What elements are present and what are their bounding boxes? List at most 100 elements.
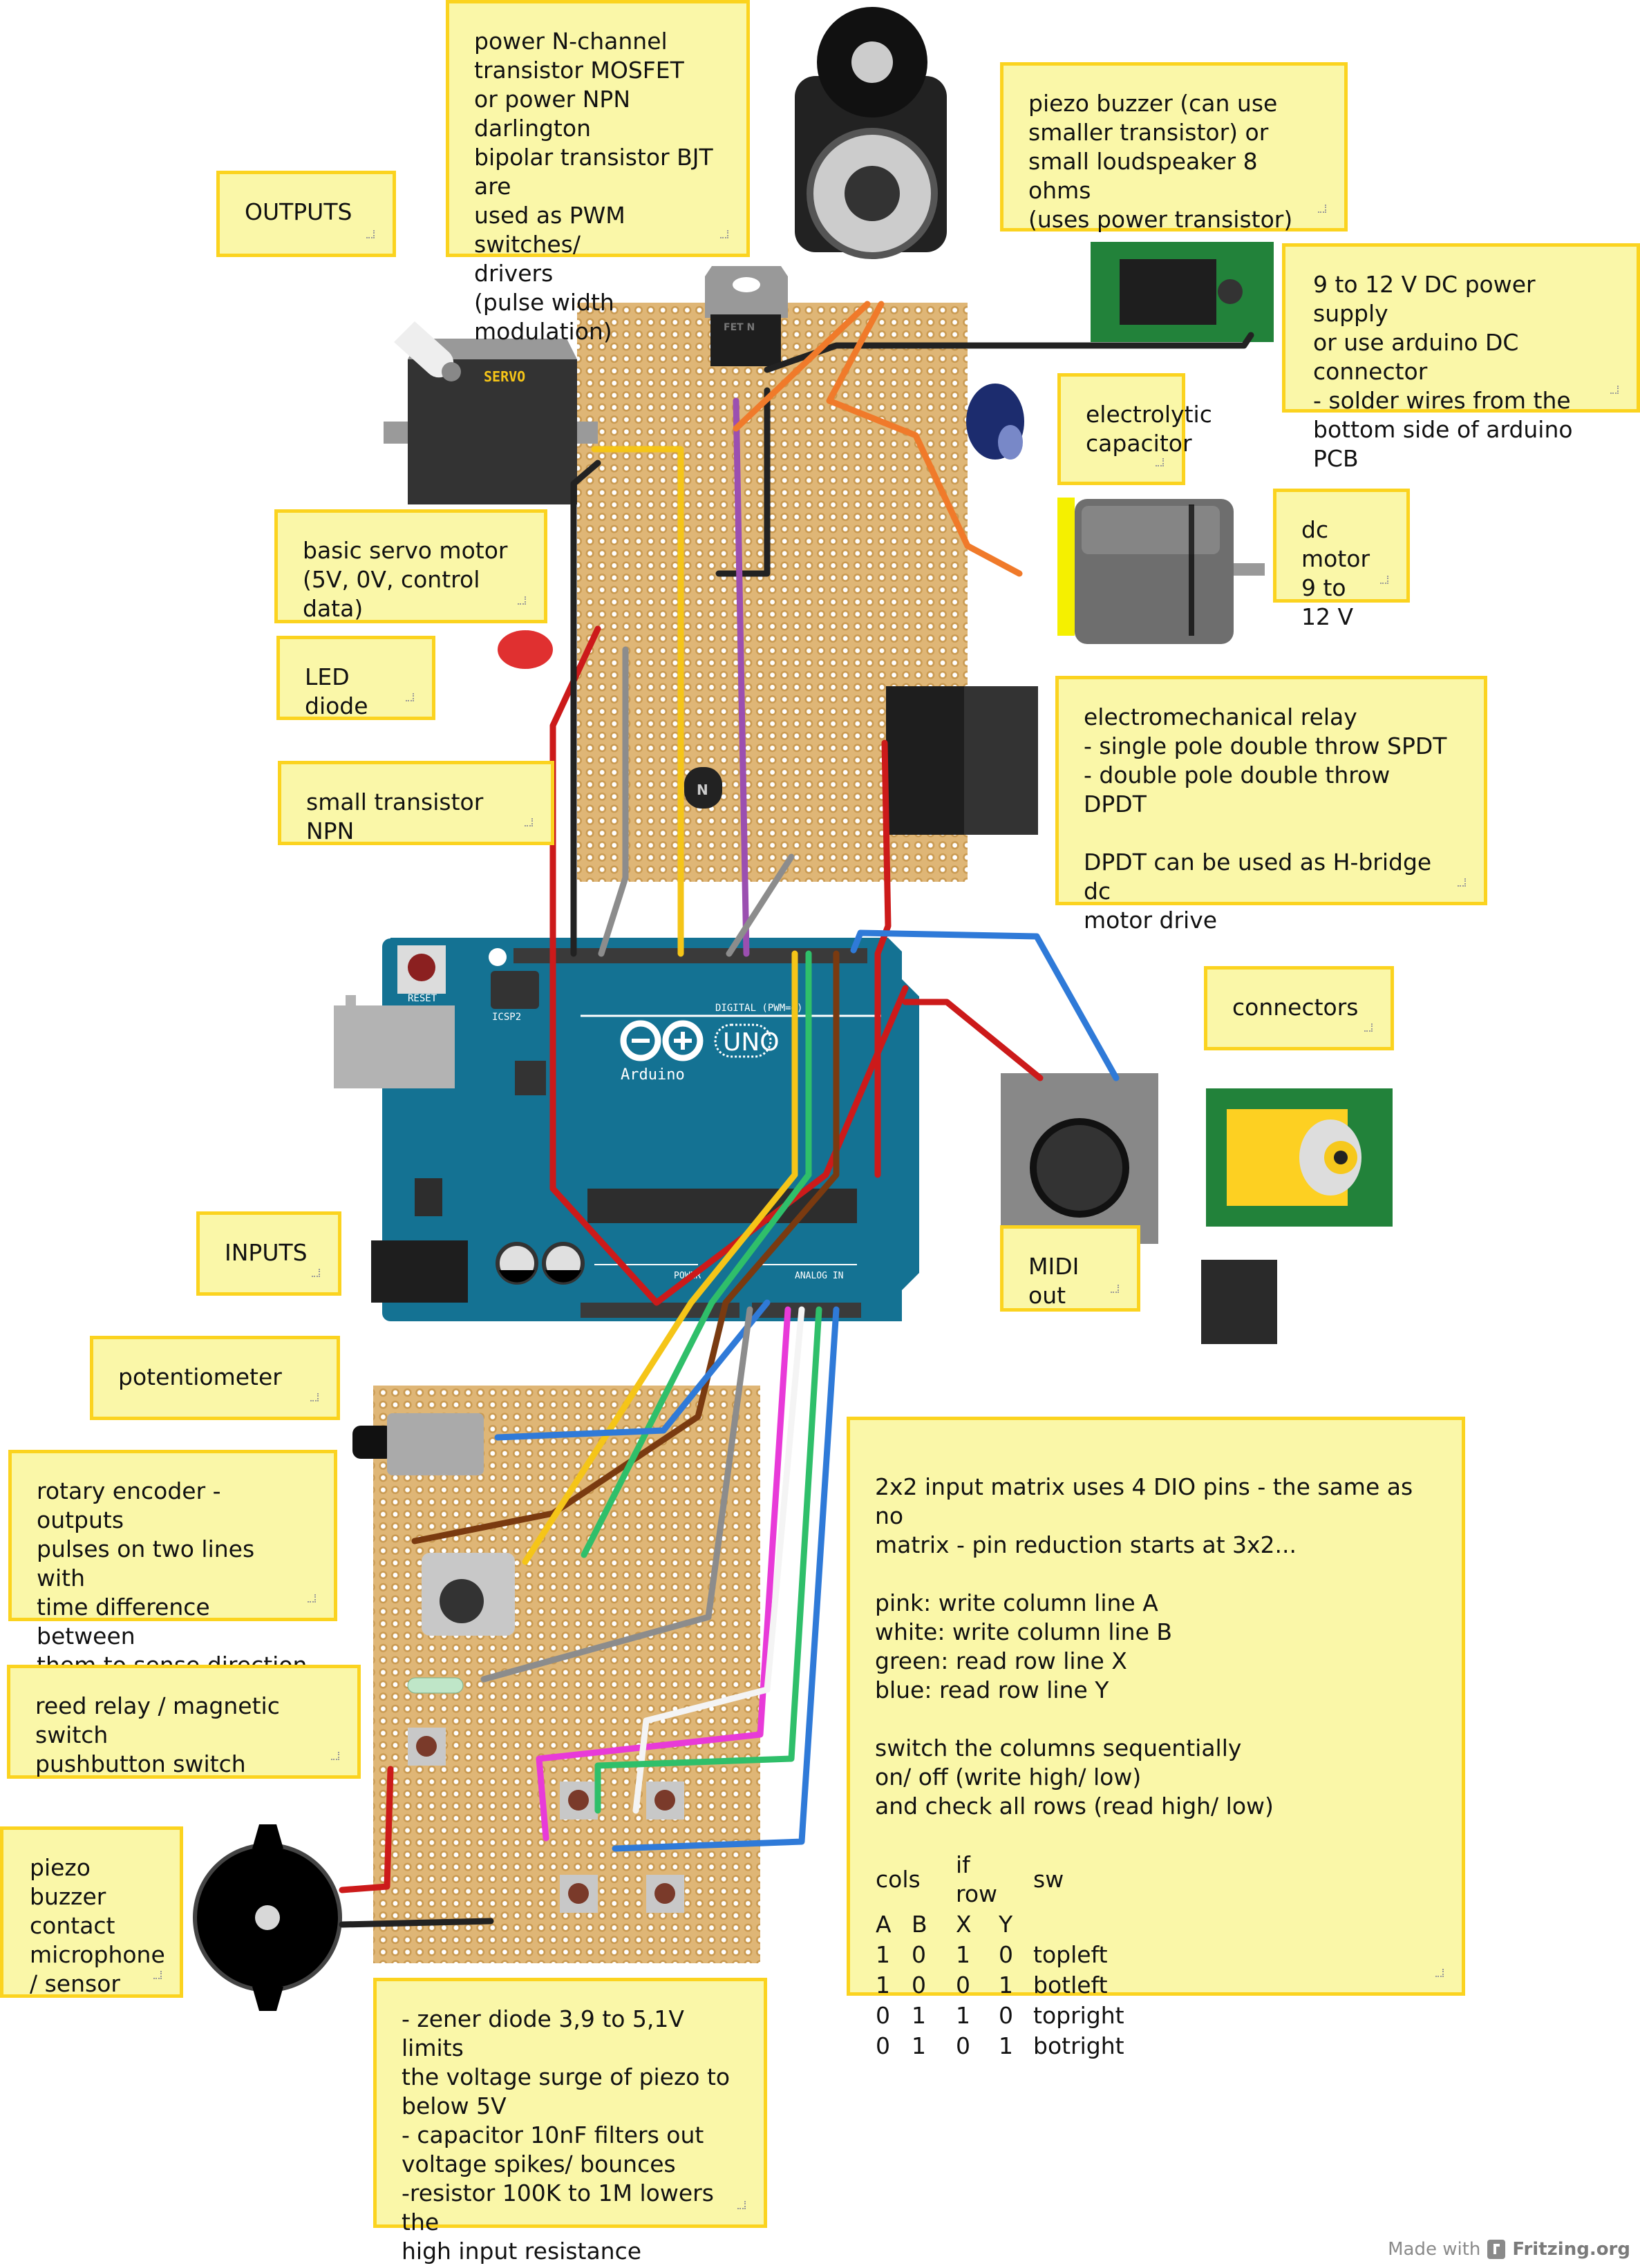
- cell: 1: [956, 1941, 970, 1968]
- arduino-model-label: UNO: [723, 1028, 780, 1057]
- cell: botleft: [1033, 1972, 1108, 1998]
- subheader-x: X: [956, 1911, 972, 1938]
- arduino-uno-board[interactable]: RESET ICSP2 DIGITAL (PWM=~) UNO Arduino …: [334, 938, 919, 1321]
- note-potentiometer: potentiometer: [90, 1336, 340, 1420]
- note-zener-diode: - zener diode 3,9 to 5,1V limits the vol…: [373, 1978, 767, 2265]
- matrix-button-topleft[interactable]: [560, 1782, 598, 1820]
- wire-brown[interactable]: [411, 950, 840, 1544]
- cell: 0: [956, 2032, 970, 2059]
- note-led: LED diode: [276, 636, 435, 720]
- wire-grey[interactable]: [726, 853, 795, 957]
- wire-pink[interactable]: [536, 1306, 791, 1842]
- rotary-encoder[interactable]: [422, 1553, 515, 1636]
- wire-orange[interactable]: [733, 301, 871, 432]
- header-cols: cols: [876, 1866, 921, 1893]
- wire-black[interactable]: [715, 387, 771, 577]
- matrix-button-botright[interactable]: [646, 1875, 684, 1913]
- wire-red[interactable]: [339, 1766, 394, 1893]
- midi-din-connector[interactable]: [1001, 1073, 1158, 1244]
- red-led[interactable]: [498, 630, 553, 669]
- analog-label: ANALOG IN: [795, 1271, 843, 1281]
- subheader-b: B: [912, 1911, 927, 1938]
- cell: 1: [912, 2002, 926, 2029]
- power-header: [581, 1303, 739, 1318]
- wire-blue[interactable]: [494, 1299, 771, 1441]
- relay[interactable]: [886, 686, 1038, 835]
- audio-jack[interactable]: [1201, 1260, 1277, 1344]
- reed-switch[interactable]: [407, 1677, 464, 1694]
- potentiometer[interactable]: [352, 1413, 484, 1475]
- electrolytic-capacitor[interactable]: [966, 384, 1024, 460]
- reset-label: RESET: [408, 993, 437, 1004]
- matrix-button-topright[interactable]: [646, 1782, 684, 1820]
- rca-connector[interactable]: [1206, 1088, 1393, 1227]
- wire-green[interactable]: [594, 1306, 822, 1814]
- wire-black[interactable]: [339, 1918, 494, 1928]
- wire-black[interactable]: [570, 460, 601, 957]
- loudspeaker[interactable]: [795, 7, 947, 259]
- lower-stripboard: [373, 1386, 760, 1963]
- note-power-supply: 9 to 12 V DC power supply or use arduino…: [1282, 243, 1640, 472]
- matrix-button-botleft[interactable]: [560, 1875, 598, 1913]
- wire-red[interactable]: [874, 739, 892, 1178]
- note-connectors: connectors: [1204, 966, 1394, 1050]
- wire-red[interactable]: [902, 999, 1044, 1081]
- cell: 0: [999, 1941, 1013, 1968]
- matrix-subheader-row: A B X Y: [875, 1909, 1125, 1940]
- note-npn-transistor: small transistor NPN: [278, 761, 554, 845]
- cell: 0: [956, 1972, 970, 1998]
- servo-label: SERVO: [484, 368, 525, 385]
- wire-red[interactable]: [549, 625, 601, 1192]
- pushbutton-switch[interactable]: [408, 1728, 446, 1766]
- cell: 1: [999, 1972, 1013, 1998]
- dc-motor[interactable]: [1057, 498, 1265, 644]
- wire-black[interactable]: [764, 332, 1254, 373]
- made-with-text: Made with: [1388, 2239, 1481, 2260]
- mosfet-label: FET N: [724, 322, 755, 333]
- cell: 0: [876, 2032, 890, 2059]
- matrix-header-row: cols if row sw: [875, 1850, 1125, 1909]
- digital-header-right: [715, 948, 867, 963]
- cell: 1: [912, 2032, 926, 2059]
- wire-grey[interactable]: [480, 1306, 753, 1683]
- cell: 1: [876, 1941, 890, 1968]
- servo-motor[interactable]: SERVO: [384, 321, 598, 504]
- digital-label: DIGITAL (PWM=~): [715, 1003, 802, 1014]
- subheader-y: Y: [999, 1911, 1013, 1938]
- cell: topright: [1033, 2002, 1124, 2029]
- note-rotary-encoder: rotary encoder - outputs pulses on two l…: [8, 1450, 337, 1679]
- fritzing-footer[interactable]: Made with Fritzing.org: [1388, 2239, 1630, 2260]
- upper-stripboard: [577, 303, 968, 882]
- header-if-row: if row: [956, 1851, 998, 1907]
- fritzing-brand-link[interactable]: Fritzing.org: [1512, 2239, 1630, 2260]
- note-midi-out: MIDI out: [1000, 1225, 1140, 1312]
- cell: 0: [912, 1941, 926, 1968]
- wire-purple[interactable]: [733, 397, 750, 957]
- npn-transistor[interactable]: N: [684, 767, 722, 809]
- npn-label: N: [697, 782, 708, 798]
- cell: 0: [912, 1972, 926, 1998]
- mosfet-transistor[interactable]: FET N: [705, 266, 788, 366]
- wire-orange[interactable]: [826, 301, 1023, 577]
- note-inputs: INPUTS: [196, 1211, 341, 1296]
- cell: 1: [999, 2032, 1013, 2059]
- note-reed-relay: reed relay / magnetic switch pushbutton …: [7, 1665, 361, 1779]
- wire-blue[interactable]: [612, 1306, 840, 1852]
- wire-yellow[interactable]: [591, 446, 684, 957]
- piezo-sensor[interactable]: [193, 1824, 342, 2011]
- dc-barrel-jack: [371, 1240, 468, 1303]
- wires: [339, 301, 1254, 1928]
- wire-blue[interactable]: [850, 929, 1120, 1081]
- cell: botright: [1033, 2032, 1124, 2059]
- arduino-logo: [620, 1020, 772, 1061]
- cell: 0: [876, 2002, 890, 2029]
- cell: topleft: [1033, 1941, 1108, 1968]
- dc-power-jack-board[interactable]: [1091, 242, 1274, 342]
- wire-grey[interactable]: [598, 646, 629, 957]
- note-mosfet: power N-channel transistor MOSFET or pow…: [446, 0, 750, 345]
